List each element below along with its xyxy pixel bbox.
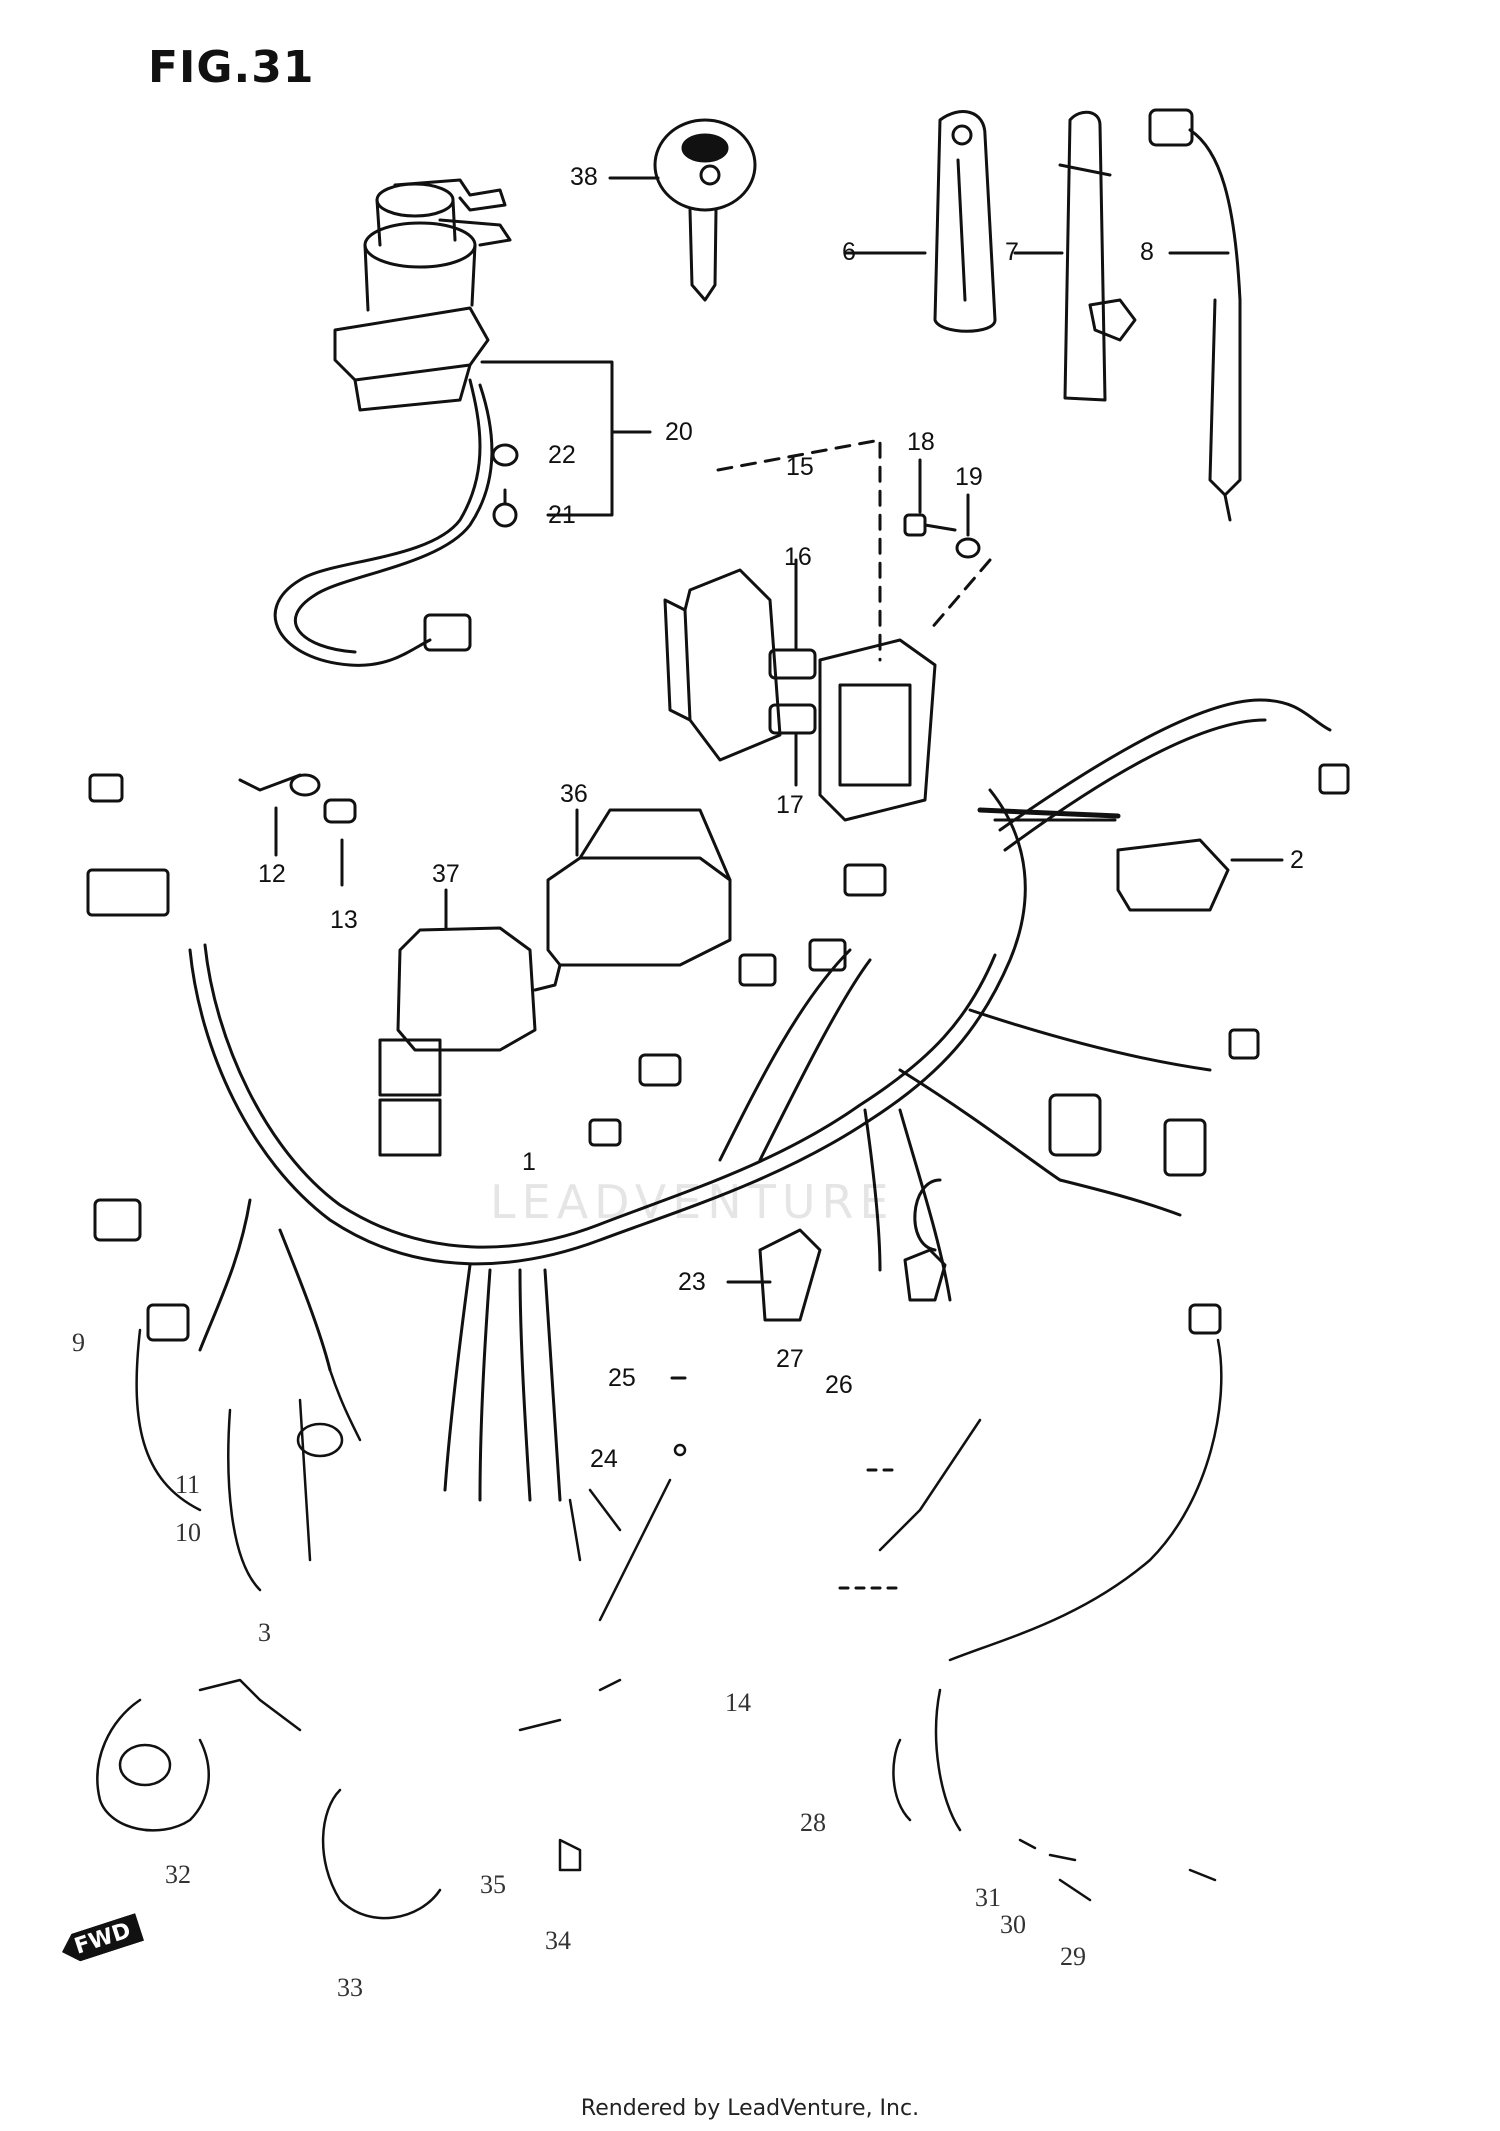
- callout-34: 34: [545, 1926, 571, 1955]
- callout-22: 22: [548, 441, 576, 469]
- lower-parts-drawing: [96, 1328, 1223, 1920]
- callout-3: 3: [258, 1618, 271, 1647]
- connectors-drawing: [86, 763, 1350, 1342]
- callout-19: 19: [955, 463, 983, 491]
- callout-1: 1: [522, 1148, 536, 1176]
- screw-21-drawing: [492, 488, 518, 528]
- strap-6-drawing: [933, 110, 997, 333]
- callout-15: 15: [786, 453, 814, 481]
- leader-20: [480, 360, 614, 517]
- callout-14: 14: [725, 1688, 751, 1717]
- cap-2-drawing: [1116, 838, 1230, 912]
- callout-11: 11: [175, 1470, 201, 1499]
- bolt-18-drawing: [903, 458, 957, 537]
- callout-36: 36: [560, 780, 588, 808]
- figure-title: FIG.31: [148, 42, 315, 93]
- callout-24: 24: [590, 1445, 618, 1473]
- watermark: LEADVENTURE: [490, 1175, 895, 1229]
- pointer-line: [977, 807, 1121, 819]
- callout-9: 9: [72, 1328, 85, 1357]
- clamp-12-drawing: [238, 773, 321, 857]
- callout-6: 6: [842, 238, 856, 266]
- callout-32: 32: [165, 1860, 191, 1889]
- callout-20: 20: [665, 418, 693, 446]
- callout-21: 21: [548, 501, 576, 529]
- callout-33: 33: [337, 1973, 363, 2002]
- callout-10: 10: [175, 1518, 201, 1547]
- callout-28: 28: [800, 1808, 826, 1837]
- relay-36-drawing: [533, 808, 732, 992]
- main-harness-drawing: [188, 698, 1332, 1502]
- strap-7-drawing: [1058, 110, 1137, 402]
- leader-15: [716, 438, 882, 662]
- callout-35: 35: [480, 1870, 506, 1899]
- callout-13: 13: [330, 906, 358, 934]
- callout-7: 7: [1005, 238, 1019, 266]
- rendered-by-footer: Rendered by LeadVenture, Inc.: [580, 2096, 920, 2121]
- callout-23: 23: [678, 1268, 706, 1296]
- callout-17: 17: [776, 791, 804, 819]
- screw-13-drawing: [323, 798, 357, 887]
- callout-26: 26: [825, 1371, 853, 1399]
- control-unit-drawing: [663, 568, 937, 822]
- callout-16: 16: [784, 543, 812, 571]
- cable-8-drawing: [1148, 108, 1242, 522]
- washer-19-drawing: [955, 493, 981, 559]
- relay-37-drawing: [378, 926, 537, 1157]
- leader-15b: [928, 558, 992, 632]
- callout-31: 31: [975, 1883, 1001, 1912]
- callout-38: 38: [570, 163, 598, 191]
- ignition-switch-drawing: [273, 178, 512, 667]
- washer-22-drawing: [491, 443, 519, 467]
- callout-37: 37: [432, 860, 460, 888]
- callout-2: 2: [1290, 846, 1304, 874]
- callout-27: 27: [776, 1345, 804, 1373]
- callout-29: 29: [1060, 1942, 1086, 1971]
- key-drawing: [653, 118, 757, 302]
- callout-25: 25: [608, 1364, 636, 1392]
- callout-12: 12: [258, 860, 286, 888]
- callout-18: 18: [907, 428, 935, 456]
- callout-8: 8: [1140, 238, 1154, 266]
- callout-30: 30: [1000, 1910, 1026, 1939]
